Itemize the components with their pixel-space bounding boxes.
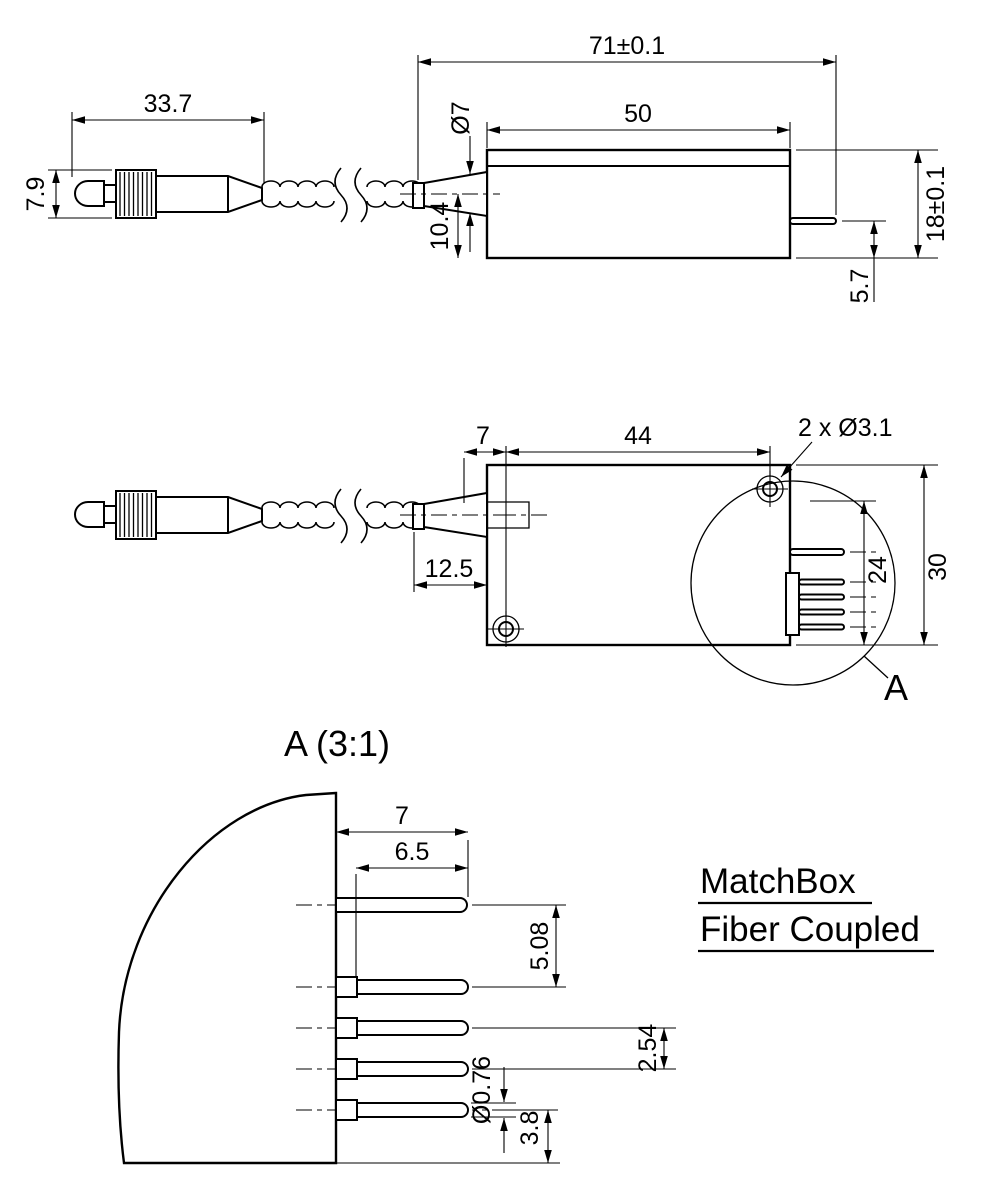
detail-callout: A <box>690 480 908 708</box>
dim-pin-diameter: Ø0.76 <box>468 1056 516 1153</box>
module-body <box>485 148 837 260</box>
dim-pin-height: 5.7 <box>842 220 886 304</box>
fiber-stub <box>487 501 530 529</box>
dim-pitch-large: 5.08 <box>472 904 566 988</box>
dim-body-width-label: 30 <box>924 553 952 581</box>
note-mounting-holes: 2 x Ø3.1 <box>780 414 893 478</box>
dim-pin-row-offset: 24 <box>810 500 892 645</box>
dim-bottom-offset-label: 3.8 <box>516 1111 544 1146</box>
dim-connector-height-label: 7.9 <box>22 177 50 212</box>
module-body-plan <box>485 463 792 647</box>
detail-circle <box>690 480 896 686</box>
detail-callout-label: A <box>884 667 908 708</box>
product-title-line1: MatchBox <box>700 862 856 901</box>
dim-bottom-offset: 3.8 <box>336 1109 560 1164</box>
dim-boot-protrusion: 12.5 <box>413 532 487 592</box>
body-corner-outline <box>117 791 338 1165</box>
dim-pitch-small-label: 2.54 <box>634 1024 662 1073</box>
dim-edge-to-hole: 7 <box>463 422 506 503</box>
side-view: 71±0.1 33.7 50 Ø7 7.9 10.4 <box>22 32 950 303</box>
dim-pin-diameter-label: Ø0.76 <box>468 1056 496 1124</box>
output-pin <box>789 217 837 225</box>
dim-pitch-large-label: 5.08 <box>526 922 554 971</box>
detail-view-title: A (3:1) <box>284 723 390 764</box>
dim-axis-height: 10.4 <box>426 194 462 258</box>
dim-body-width: 30 <box>796 464 952 646</box>
detail-view: A (3:1) 7 6.5 <box>117 723 676 1165</box>
dim-body-length-label: 50 <box>624 100 652 128</box>
dim-body-height: 18±0.1 <box>796 149 950 259</box>
dim-pin-row-offset-label: 24 <box>864 556 892 584</box>
dim-overall-length-label: 71±0.1 <box>589 32 665 60</box>
dim-pitch-small: 2.54 <box>472 1024 676 1073</box>
dim-body-length: 50 <box>486 100 791 148</box>
dim-connector-length-label: 33.7 <box>144 90 193 118</box>
fiber-connector-assembly-plan <box>74 488 501 544</box>
dim-boot-diameter-label: Ø7 <box>447 101 475 134</box>
dim-hole-spacing: 44 <box>505 422 771 617</box>
dim-connector-height: 7.9 <box>22 169 112 219</box>
title-block: MatchBox Fiber Coupled <box>698 862 934 953</box>
dim-boot-protrusion-label: 12.5 <box>425 555 474 583</box>
dim-connector-length: 33.7 <box>71 90 265 184</box>
dim-axis-height-label: 10.4 <box>426 202 454 251</box>
dim-overall-length: 71±0.1 <box>417 32 837 215</box>
plan-view: 7 44 12.5 24 30 2 x Ø3.1 <box>74 414 952 708</box>
dim-pin-length-short: 6.5 <box>355 838 468 976</box>
detail-pins <box>335 897 469 1121</box>
note-mounting-holes-label: 2 x Ø3.1 <box>798 414 893 442</box>
dim-pin-length-short-label: 6.5 <box>395 838 430 866</box>
product-title-line2: Fiber Coupled <box>700 910 920 949</box>
dim-pin-height-label: 5.7 <box>846 269 874 304</box>
dim-pin-length-long-label: 7 <box>395 802 409 830</box>
dim-boot-diameter: Ø7 <box>447 101 475 252</box>
dim-hole-spacing-label: 44 <box>624 422 652 450</box>
dim-body-height-label: 18±0.1 <box>922 166 950 242</box>
dim-edge-to-hole-label: 7 <box>476 422 490 450</box>
